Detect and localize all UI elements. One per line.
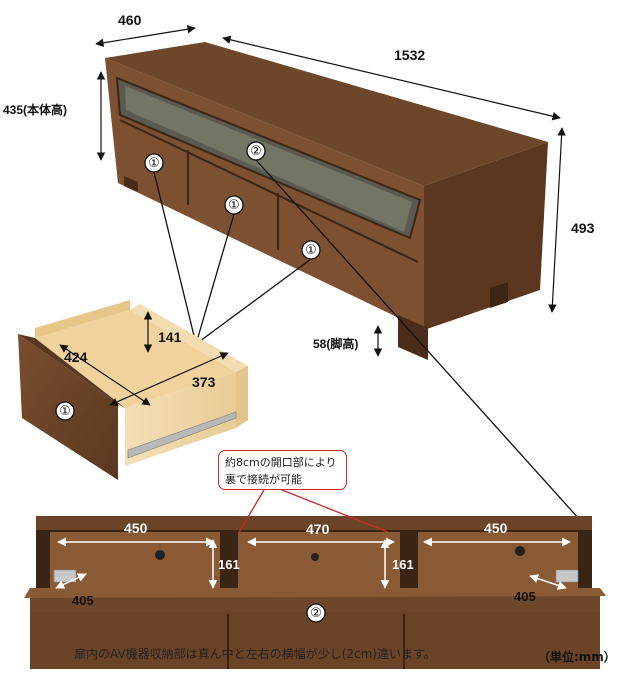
- marker-av-top: [246, 141, 266, 161]
- marker-drawer-1-label: ①: [148, 155, 160, 170]
- interior-left-height-label: 161: [218, 557, 240, 572]
- marker-drawer-3-label: ①: [305, 242, 317, 257]
- interior-left-width-label: 450: [124, 520, 148, 536]
- leg-front-left: [124, 176, 138, 192]
- leg-back-right: [490, 282, 508, 308]
- marker-drawer-front-label: ①: [59, 403, 71, 418]
- compartment-right: [418, 532, 578, 588]
- interior-center-width-label: 470: [306, 521, 330, 537]
- depth-arrow: [95, 25, 196, 47]
- marker-drawer-front: [55, 401, 75, 421]
- unit-label: （単位:mm）: [538, 650, 616, 664]
- drawer-box: [18, 300, 248, 480]
- opening-callout: 約8cmの開口部により 裏で接続が可能: [218, 450, 347, 490]
- depth-label: 460: [118, 12, 142, 28]
- width-arrow: [222, 35, 561, 121]
- interior-right-depth-label: 405: [514, 589, 536, 604]
- interior-left-depth-label: 405: [72, 593, 94, 608]
- width-label: 1532: [394, 47, 426, 63]
- drawer-height-label: 141: [158, 329, 182, 345]
- marker-drawer-2-label: ①: [228, 197, 240, 212]
- drawer-depth-label: 424: [64, 349, 88, 365]
- caption-note: 扉内のAV機器収納部は真ん中と左右の横幅が少し(2cm)違います。: [74, 647, 436, 661]
- tv-cabinet-perspective: [105, 42, 548, 360]
- leg-height-label: 58(脚高): [313, 337, 359, 351]
- compartment-center: [238, 532, 400, 588]
- interior-right-width-label: 450: [484, 520, 508, 536]
- cabinet-side: [424, 142, 548, 330]
- interior-right-depth-arrow: [529, 574, 567, 590]
- callout-line-2: 裏で接続が可能: [225, 473, 302, 486]
- interior-left-depth-arrow: [55, 573, 87, 589]
- callout-pointer-left: [237, 489, 265, 535]
- marker-av-top-label: ②: [250, 143, 262, 158]
- total-height-label: 493: [571, 220, 595, 236]
- drawer-width-arrow: [109, 352, 229, 406]
- callout-pointer-right: [281, 489, 389, 533]
- drawer-width-label: 373: [192, 374, 216, 390]
- callout-line-1: 約8cmの開口部により: [225, 456, 337, 469]
- marker-av-front: [306, 603, 326, 623]
- marker-av-front-label: ②: [310, 605, 322, 620]
- interior-right-height-label: 161: [392, 557, 414, 572]
- body-height-label: 435(本体高): [3, 103, 68, 117]
- front-top-panel: [36, 516, 592, 532]
- total-height-arrow: [548, 127, 566, 313]
